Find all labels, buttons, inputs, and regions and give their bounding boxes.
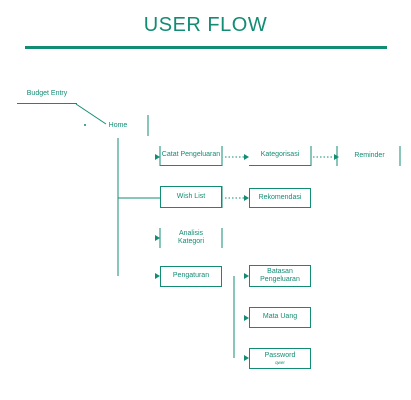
password-hint: qwer [275, 359, 285, 365]
node-mata-uang[interactable]: Mata Uang [249, 307, 311, 328]
node-kategorisasi[interactable]: Kategorisasi [249, 146, 311, 166]
connector-dot-home [84, 124, 86, 126]
connector-budget-home [75, 103, 107, 125]
arrowhead-catat [155, 154, 160, 160]
node-reminder[interactable]: Reminder [354, 151, 385, 159]
node-rekomendasi[interactable]: Rekomendasi [249, 188, 311, 208]
node-catat-pengeluaran[interactable]: Catat Pengeluaran [160, 146, 222, 166]
arrowhead-password [244, 355, 249, 361]
arrowhead-rekomendasi [244, 195, 249, 201]
page-title: USER FLOW [143, 14, 268, 36]
node-password[interactable]: Password qwer [249, 348, 311, 369]
arrowhead-reminder [334, 154, 339, 160]
title-divider [25, 46, 387, 49]
arrowhead-mata-uang [244, 315, 249, 321]
node-home[interactable]: Home [108, 121, 128, 129]
arrowhead-analisis [155, 235, 160, 241]
node-analisis-kategori[interactable]: Analisis Kategori [177, 229, 205, 245]
node-budget-entry[interactable]: Budget Entry [17, 85, 77, 104]
arrowhead-batasan [244, 273, 249, 279]
arrowhead-kategorisasi [244, 154, 249, 160]
node-batasan-pengeluaran[interactable]: Batasan Pengeluaran [249, 265, 311, 287]
arrowhead-pengaturan [155, 273, 160, 279]
node-wishlist[interactable]: Wish List [160, 186, 222, 208]
node-pengaturan[interactable]: Pengaturan [160, 266, 222, 287]
